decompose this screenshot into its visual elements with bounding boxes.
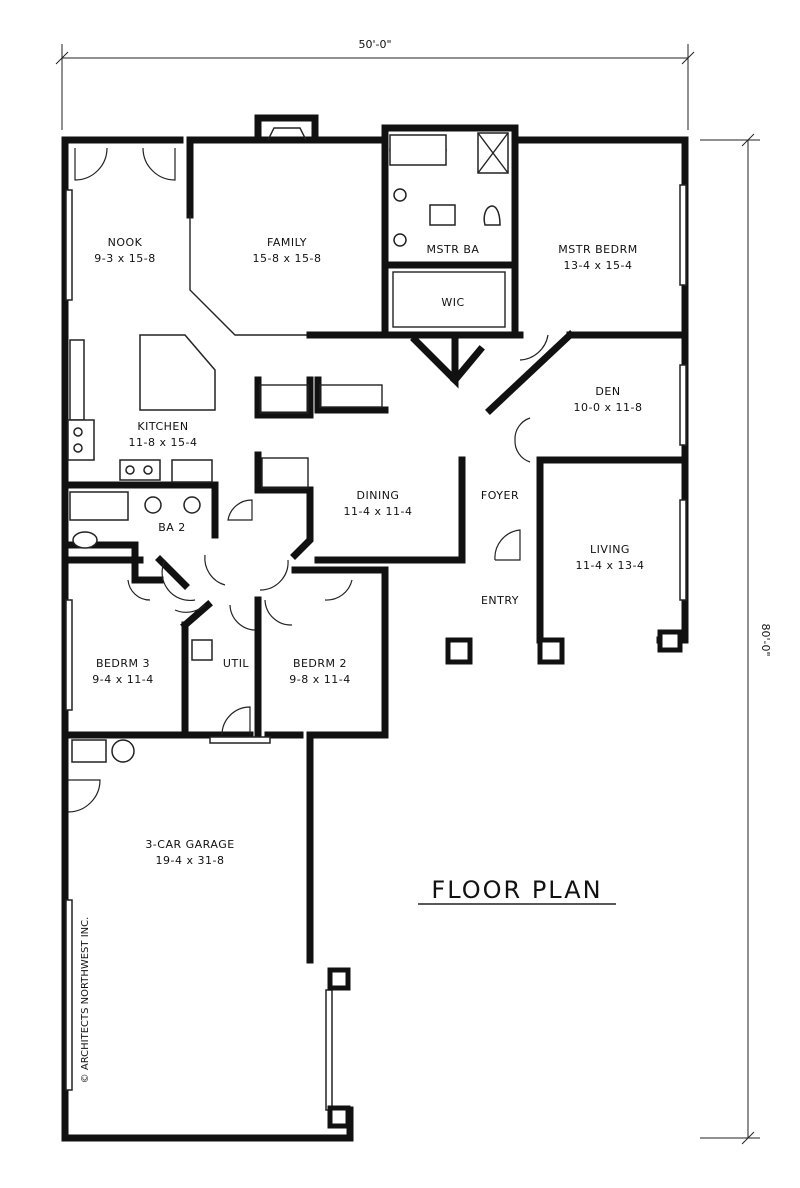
bedroom2-label: BEDRM 2 xyxy=(293,657,347,670)
chimney xyxy=(254,114,319,144)
bedroom2-size: 9-8 x 11-4 xyxy=(289,673,350,686)
family-size: 15-8 x 15-8 xyxy=(253,252,322,265)
nook-size: 9-3 x 15-8 xyxy=(94,252,155,265)
depth-dimension-line xyxy=(700,133,760,1145)
garage-size: 19-4 x 31-8 xyxy=(156,854,225,867)
wic-label: WIC xyxy=(441,296,464,309)
living-size: 11-4 x 13-4 xyxy=(576,559,645,572)
windows xyxy=(65,184,687,1111)
exterior-walls xyxy=(61,124,689,1142)
depth-dimension-label: 80'-0" xyxy=(759,623,772,656)
den-size: 10-0 x 11-8 xyxy=(574,401,643,414)
family-label: FAMILY xyxy=(267,236,307,249)
bedroom3-label: BEDRM 3 xyxy=(96,657,150,670)
porch-posts xyxy=(327,629,683,1129)
width-dimension-label: 50'-0" xyxy=(358,38,391,51)
fixtures xyxy=(67,132,509,763)
entry-label: ENTRY xyxy=(481,594,519,607)
width-dimension-line xyxy=(55,44,695,130)
doors xyxy=(67,147,549,813)
bath2-label: BA 2 xyxy=(158,521,186,534)
kitchen-size: 11-8 x 15-4 xyxy=(129,436,198,449)
master-bedroom-label: MSTR BEDRM xyxy=(558,243,637,256)
dining-label: DINING xyxy=(357,489,400,502)
master-bedroom-size: 13-4 x 15-4 xyxy=(564,259,633,272)
garage-label: 3-CAR GARAGE xyxy=(145,838,234,851)
master-bath-label: MSTR BA xyxy=(427,243,480,256)
util-label: UTIL xyxy=(223,657,250,670)
interior-walls xyxy=(61,124,689,739)
architect-credit: © ARCHITECTS NORTHWEST INC. xyxy=(80,917,91,1084)
nook-label: NOOK xyxy=(108,236,143,249)
dining-size: 11-4 x 11-4 xyxy=(344,505,413,518)
living-label: LIVING xyxy=(590,543,630,556)
kitchen-label: KITCHEN xyxy=(137,420,188,433)
bedroom3-size: 9-4 x 11-4 xyxy=(92,673,153,686)
floor-plan-title: FLOOR PLAN xyxy=(431,876,602,904)
foyer-label: FOYER xyxy=(481,489,519,502)
den-label: DEN xyxy=(595,385,620,398)
